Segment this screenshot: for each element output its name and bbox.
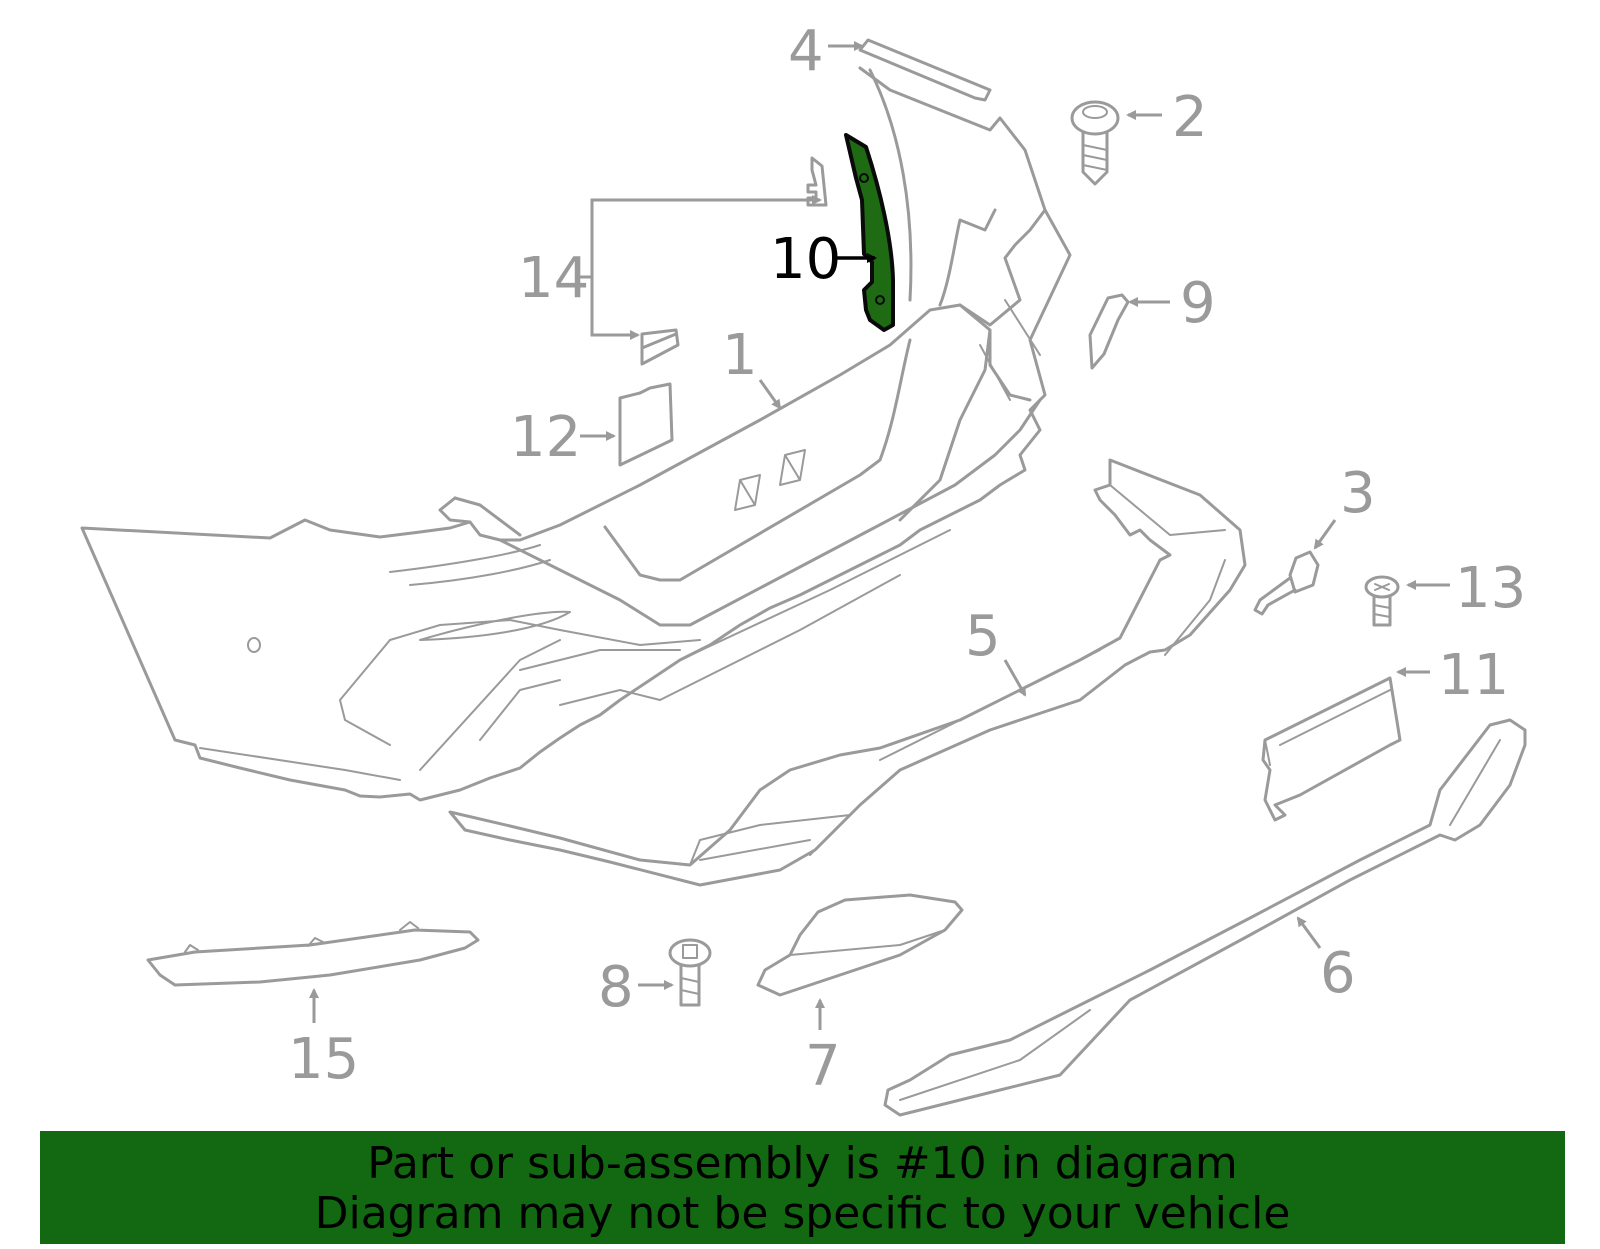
part-8-bolt[interactable] bbox=[668, 938, 712, 1007]
part-6-diffuser[interactable] bbox=[883, 718, 1527, 1117]
banner-line-2: Diagram may not be specific to your vehi… bbox=[314, 1188, 1291, 1239]
callout-9[interactable]: 9 bbox=[1180, 271, 1216, 336]
callout-1[interactable]: 1 bbox=[722, 323, 758, 388]
part-9-reflector[interactable] bbox=[1088, 293, 1130, 370]
part-15-reflector-strip[interactable] bbox=[146, 921, 480, 987]
notice-banner: Part or sub-assembly is #10 in diagram D… bbox=[40, 1131, 1565, 1244]
part-12-pad[interactable] bbox=[618, 382, 674, 467]
part-1-bumper-cover[interactable] bbox=[80, 66, 1072, 802]
part-11-bracket[interactable] bbox=[1261, 676, 1402, 822]
callout-15[interactable]: 15 bbox=[288, 1027, 359, 1092]
callout-2[interactable]: 2 bbox=[1172, 85, 1208, 150]
part-13-screw[interactable] bbox=[1364, 575, 1400, 627]
callout-14[interactable]: 14 bbox=[518, 246, 589, 311]
part-10-bracket[interactable] bbox=[844, 133, 895, 332]
callout-4[interactable]: 4 bbox=[788, 19, 824, 84]
callout-6[interactable]: 6 bbox=[1320, 941, 1356, 1006]
callout-labels: 4 2 10 14 9 1 12 3 13 5 11 6 8 7 15 bbox=[288, 19, 1526, 1099]
callout-11[interactable]: 11 bbox=[1438, 643, 1509, 708]
callout-3[interactable]: 3 bbox=[1340, 461, 1376, 526]
leader-lines bbox=[309, 41, 1450, 1030]
callout-13[interactable]: 13 bbox=[1455, 556, 1526, 621]
part-7-deflector[interactable] bbox=[756, 893, 964, 997]
part-3-plug[interactable] bbox=[1253, 550, 1320, 616]
callout-5[interactable]: 5 bbox=[965, 604, 1001, 669]
part-5-lower-trim[interactable] bbox=[448, 458, 1247, 887]
callout-10[interactable]: 10 bbox=[770, 227, 841, 292]
part-2-bolt[interactable] bbox=[1070, 100, 1120, 186]
callout-8[interactable]: 8 bbox=[598, 955, 634, 1020]
callout-7[interactable]: 7 bbox=[805, 1034, 841, 1099]
banner-line-1: Part or sub-assembly is #10 in diagram bbox=[367, 1138, 1238, 1189]
callout-12[interactable]: 12 bbox=[510, 405, 581, 470]
